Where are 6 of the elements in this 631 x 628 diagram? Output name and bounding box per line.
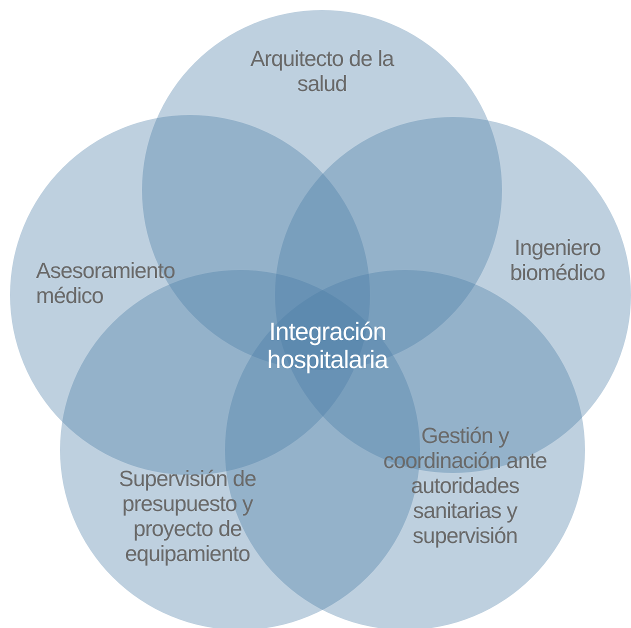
center-label: Integración hospitalaria (266, 318, 390, 374)
circle-label: Asesoramiento médico (36, 258, 176, 308)
circle-label: Arquitecto de la salud (249, 46, 396, 96)
circle-label: Supervisión de presupuesto y proyecto de equipamiento (118, 466, 258, 566)
circle-label: Gestión y coordinación ante autoridades sanitarias y supervisión (382, 423, 548, 548)
circle-label: Ingeniero biomédico (509, 235, 606, 285)
